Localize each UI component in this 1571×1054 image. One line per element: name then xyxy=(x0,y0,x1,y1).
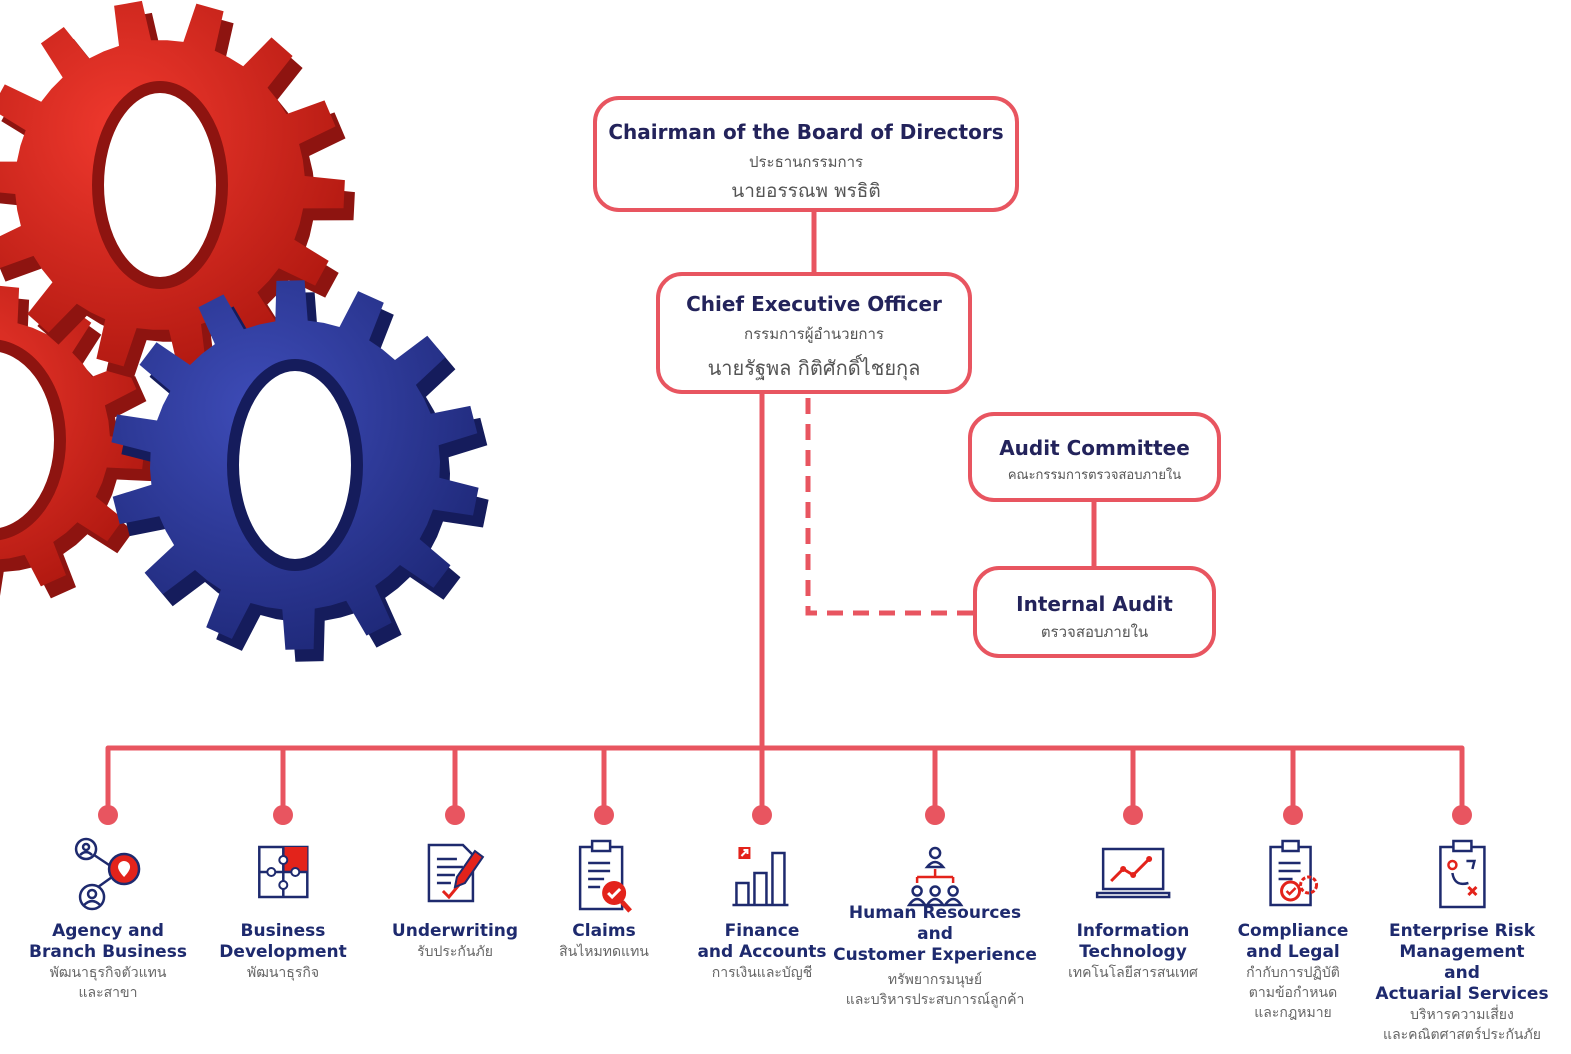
internal-audit-title-th: ตรวจสอบภายใน xyxy=(1040,623,1149,641)
internal-audit-title-en: Internal Audit xyxy=(1016,592,1173,616)
department-dot xyxy=(445,805,465,825)
network-pin-icon xyxy=(74,837,141,911)
department-subtitle: เทคโนโลยีสารสนเทศ xyxy=(1068,965,1198,981)
red-gear-upper xyxy=(0,0,355,382)
department-dot xyxy=(1123,805,1143,825)
department-dot xyxy=(98,805,118,825)
chairman-title-th: ประธานกรรมการ xyxy=(748,153,864,171)
gear-hole xyxy=(92,81,228,289)
clipboard-check-icon xyxy=(578,839,632,913)
department-title: Claims xyxy=(572,921,636,941)
puzzle-icon xyxy=(257,845,309,899)
department-dot xyxy=(752,805,772,825)
department-dot xyxy=(1452,805,1472,825)
gear-hole xyxy=(0,339,66,541)
audit-committee-title-en: Audit Committee xyxy=(999,436,1190,460)
laptop-chart-icon xyxy=(1095,847,1171,899)
ceo-title-th: กรรมการผู้อำนวยการ xyxy=(744,325,884,343)
department-subtitle: บริหารความเสี่ยงและคณิตศาสตร์ประกันภัย xyxy=(1383,1007,1541,1043)
chairman-box: Chairman of the Board of Directors ประธา… xyxy=(593,96,1019,212)
department-subtitle: รับประกันภัย xyxy=(417,944,493,960)
clipboard-strategy-icon xyxy=(1438,839,1486,909)
department-claims: Claims สินไหมทดแทน xyxy=(559,835,649,962)
ceo-title-en: Chief Executive Officer xyxy=(686,292,942,316)
ceo-name: นายรัฐพล กิติศักดิ์ไชยกุล xyxy=(707,356,921,380)
chairman-name: นายอรรณพ พรธิติ xyxy=(731,180,881,202)
department-subtitle: การเงินและบัญชี xyxy=(711,965,813,981)
department-dot xyxy=(273,805,293,825)
ceo-box: Chief Executive Officer กรรมการผู้อำนวยก… xyxy=(656,272,972,394)
gears-illustration xyxy=(0,0,489,662)
department-dot xyxy=(594,805,614,825)
internal-audit-box: Internal Audit ตรวจสอบภายใน xyxy=(973,566,1216,658)
red-gear-lower xyxy=(0,285,155,599)
department-underwriting: Underwriting รับประกันภัย xyxy=(392,835,518,962)
bar-chart-icon xyxy=(731,847,788,907)
department-subtitle: ทรัพยากรมนุษย์และบริหารประสบการณ์ลูกค้า xyxy=(845,972,1025,1008)
audit-committee-title-th: คณะกรรมการตรวจสอบภายใน xyxy=(1007,468,1182,483)
ceo-internal-audit-dashed-line xyxy=(805,398,975,616)
clipboard-gear-icon xyxy=(1269,839,1319,907)
department-subtitle: พัฒนาธุรกิจ xyxy=(246,965,320,981)
department-dot xyxy=(1283,805,1303,825)
department-dot xyxy=(925,805,945,825)
chairman-title-en: Chairman of the Board of Directors xyxy=(608,120,1004,144)
department-subtitle: กำกับการปฏิบัติตามข้อกำหนดและกฎหมาย xyxy=(1246,965,1340,1021)
blue-gear xyxy=(111,280,489,662)
department-subtitle: พัฒนาธุรกิจตัวแทนและสาขา xyxy=(49,965,167,1001)
document-pen-icon xyxy=(427,843,485,903)
org-people-icon xyxy=(906,846,964,907)
audit-committee-box: Audit Committee คณะกรรมการตรวจสอบภายใน xyxy=(968,412,1221,502)
department-title: Underwriting xyxy=(391,921,519,941)
department-subtitle: สินไหมทดแทน xyxy=(559,944,649,960)
gear-hole xyxy=(227,359,363,571)
